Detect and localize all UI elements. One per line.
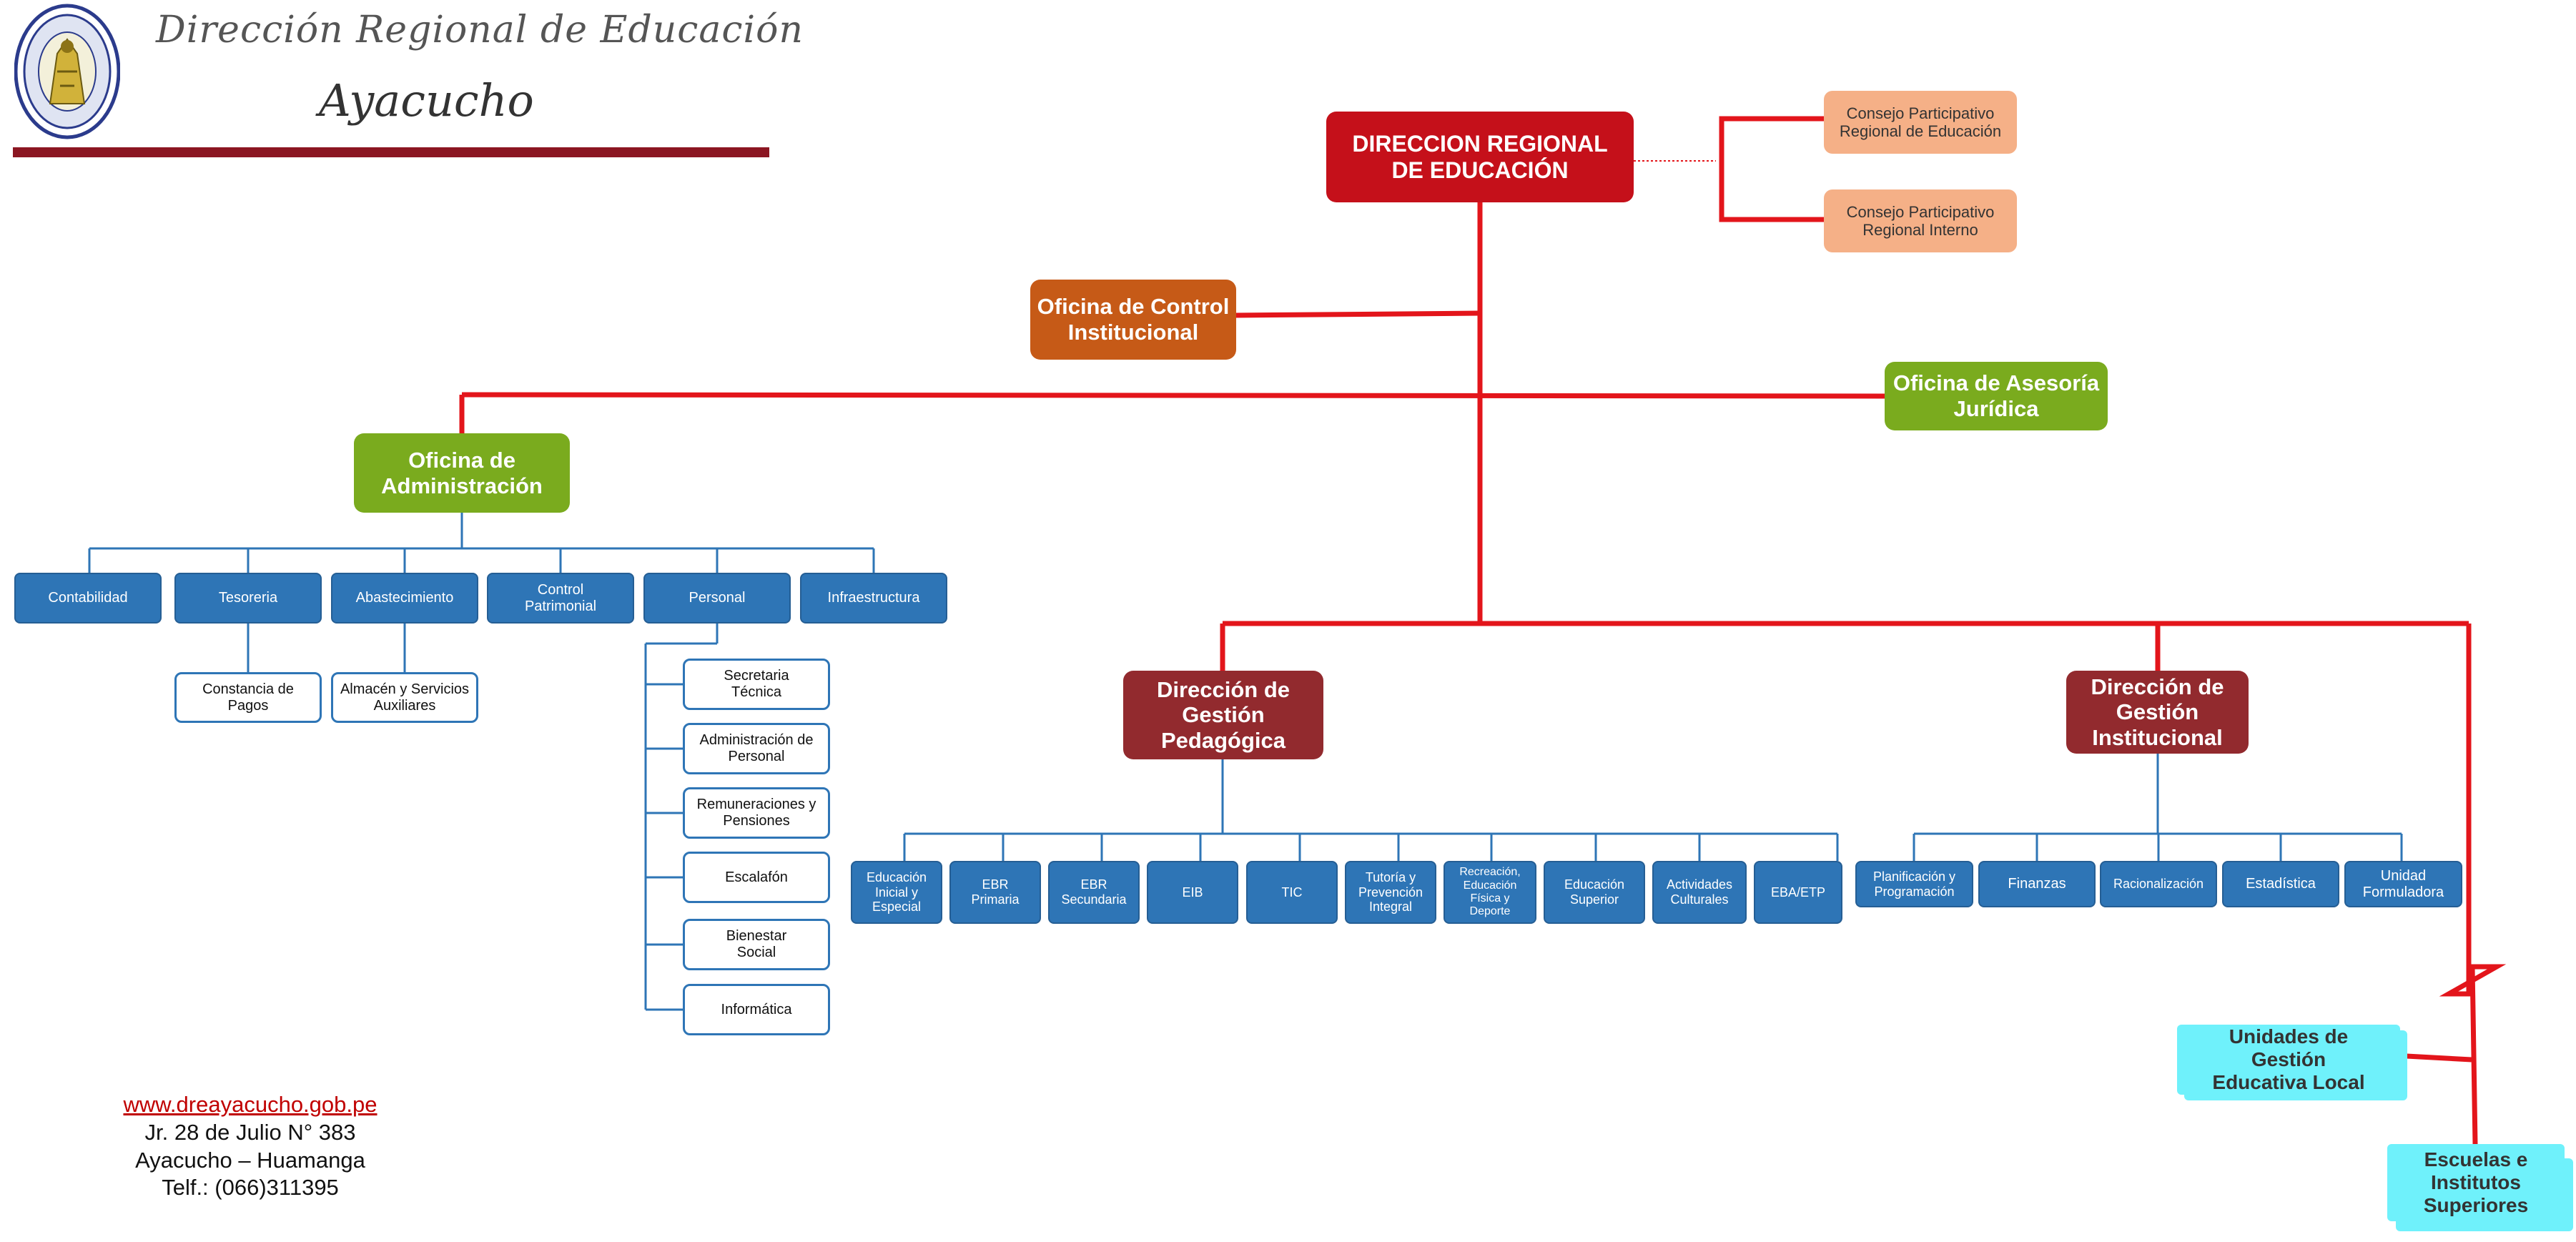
- asesoria-juridica-box[interactable]: Oficina de Asesoría Jurídica: [1885, 362, 2108, 430]
- header-divider: [13, 147, 769, 157]
- unit-estadistica[interactable]: Estadística: [2222, 861, 2339, 907]
- sub-remuneraciones-pensiones[interactable]: Remuneraciones y Pensiones: [683, 787, 830, 839]
- sub-escalafon[interactable]: Escalafón: [683, 852, 830, 903]
- blue-connectors: [88, 513, 2403, 1011]
- sub-informatica[interactable]: Informática: [683, 984, 830, 1035]
- sub-bienestar-social[interactable]: Bienestar Social: [683, 919, 830, 970]
- unit-recreacion[interactable]: Recreación, Educación Física y Deporte: [1444, 861, 1536, 924]
- unit-tesoreria[interactable]: Tesoreria: [174, 573, 322, 624]
- gestion-institucional-box[interactable]: Dirección de Gestión Institucional: [2066, 671, 2249, 754]
- unit-ebr-primaria[interactable]: EBR Primaria: [949, 861, 1041, 924]
- administracion-box[interactable]: Oficina de Administración: [354, 433, 570, 513]
- contact-footer: www.dreayacucho.gob.pe Jr. 28 de Julio N…: [100, 1091, 400, 1202]
- unit-infraestructura[interactable]: Infraestructura: [800, 573, 947, 624]
- unit-personal[interactable]: Personal: [643, 573, 791, 624]
- unit-tic[interactable]: TIC: [1246, 861, 1338, 924]
- unit-planificacion[interactable]: Planificación y Programación: [1855, 861, 1973, 907]
- unit-eba-etp[interactable]: EBA/ETP: [1754, 861, 1842, 924]
- gestion-pedagogica-box[interactable]: Dirección de Gestión Pedagógica: [1123, 671, 1323, 759]
- unit-formuladora[interactable]: Unidad Formuladora: [2344, 861, 2462, 907]
- unit-control-patrimonial[interactable]: Control Patrimonial: [487, 573, 634, 624]
- escuelas-box[interactable]: Escuelas e Institutos Superiores: [2387, 1144, 2565, 1221]
- header-title: Dirección Regional de Educación: [156, 9, 804, 51]
- direccion-regional-box[interactable]: DIRECCION REGIONAL DE EDUCACIÓN: [1326, 112, 1634, 202]
- unit-tutoria[interactable]: Tutoría y Prevención Integral: [1345, 861, 1436, 924]
- unit-ebr-secundaria[interactable]: EBR Secundaria: [1048, 861, 1140, 924]
- sub-secretaria-tecnica[interactable]: Secretaria Técnica: [683, 659, 830, 710]
- dre-ayacucho-seal: [14, 4, 120, 139]
- unit-finanzas[interactable]: Finanzas: [1978, 861, 2096, 907]
- control-institucional-box[interactable]: Oficina de Control Institucional: [1030, 280, 1236, 360]
- address-line: Jr. 28 de Julio N° 383: [144, 1119, 356, 1145]
- unit-educacion-superior[interactable]: Educación Superior: [1544, 861, 1645, 924]
- phone-line: Telf.: (066)311395: [162, 1175, 339, 1201]
- main-connectors: [459, 116, 2507, 1145]
- sub-constancia-pagos[interactable]: Constancia de Pagos: [174, 672, 322, 723]
- sub-administracion-personal[interactable]: Administración de Personal: [683, 723, 830, 774]
- unit-abastecimiento[interactable]: Abastecimiento: [331, 573, 478, 624]
- header-subtitle: Ayacucho: [319, 74, 534, 127]
- sub-almacen-servicios[interactable]: Almacén y Servicios Auxiliares: [331, 672, 478, 723]
- consejo-interno-box[interactable]: Consejo Participativo Regional Interno: [1824, 189, 2017, 252]
- unit-eib[interactable]: EIB: [1147, 861, 1238, 924]
- unit-educacion-inicial[interactable]: Educación Inicial y Especial: [851, 861, 942, 924]
- unit-racionalizacion[interactable]: Racionalización: [2100, 861, 2217, 907]
- website-link[interactable]: www.dreayacucho.gob.pe: [123, 1092, 377, 1117]
- ugel-box[interactable]: Unidades de Gestión Educativa Local: [2177, 1025, 2400, 1095]
- consejo-educacion-box[interactable]: Consejo Participativo Regional de Educac…: [1824, 91, 2017, 154]
- city-line: Ayacucho – Huamanga: [135, 1147, 365, 1173]
- unit-actividades-culturales[interactable]: Actividades Culturales: [1652, 861, 1747, 924]
- unit-contabilidad[interactable]: Contabilidad: [14, 573, 162, 624]
